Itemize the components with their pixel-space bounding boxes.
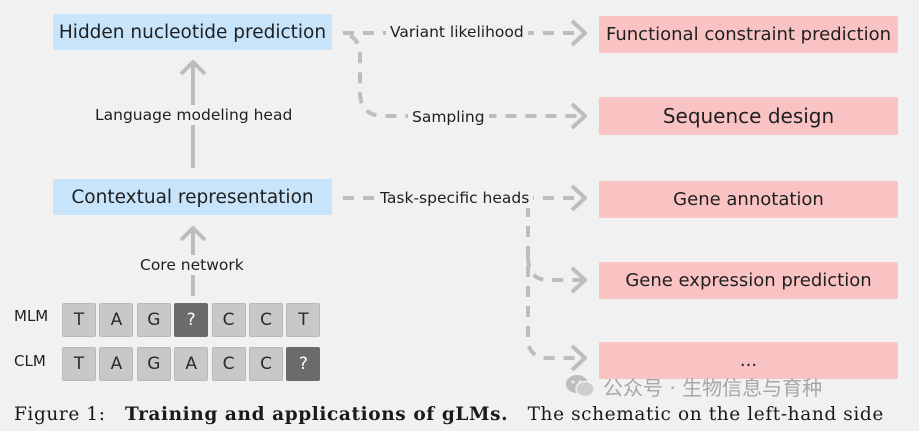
contextual-representation-box: Contextual representation (53, 179, 332, 215)
gene-annotation-box: Gene annotation (599, 181, 898, 218)
variant-likelihood-label: Variant likelihood (386, 22, 528, 42)
mlm-token-5: C (211, 303, 246, 337)
caption-title: Training and applications of gLMs. (125, 404, 509, 425)
arrow-trunk (526, 206, 583, 360)
clm-token-2: A (99, 347, 134, 381)
clm-token-1: T (62, 347, 96, 381)
clm-token-7: ? (286, 347, 321, 381)
caption-prefix: Figure 1: (14, 404, 106, 425)
ellipsis-box: ... (599, 342, 898, 379)
language-modeling-head-label: Language modeling head (91, 105, 297, 125)
functional-constraint-prediction-box: Functional constraint prediction (599, 16, 898, 53)
arrow-sampling (349, 34, 583, 118)
figure-caption: Figure 1: Training and applications of g… (14, 404, 884, 425)
wechat-icon (566, 375, 595, 398)
sequence-design-box: Sequence design (599, 97, 898, 135)
core-network-label: Core network (136, 255, 248, 275)
gene-expression-prediction-box: Gene expression prediction (599, 262, 898, 299)
clm-token-4: A (174, 347, 209, 381)
mlm-token-2: A (99, 303, 134, 337)
caption-text: The schematic on the left-hand side (527, 404, 884, 425)
hidden-nucleotide-prediction-box: Hidden nucleotide prediction (53, 14, 332, 50)
mlm-token-7: T (286, 303, 321, 337)
mlm-token-3: G (136, 303, 171, 337)
arrow-gene-expression (526, 255, 583, 282)
watermark-text: 公众号 · 生物信息与育种 (603, 375, 823, 400)
clm-token-6: C (249, 347, 283, 381)
clm-token-5: C (211, 347, 246, 381)
clm-label: CLM (14, 352, 46, 370)
mlm-token-6: C (249, 303, 283, 337)
watermark: 公众号 · 生物信息与育种 (565, 372, 822, 400)
mlm-token-4: ? (174, 303, 209, 337)
mlm-token-1: T (62, 303, 96, 337)
mlm-label: MLM (14, 307, 49, 325)
sampling-label: Sampling (408, 107, 489, 127)
clm-token-3: G (136, 347, 171, 381)
task-specific-heads-label: Task-specific heads (376, 188, 534, 208)
